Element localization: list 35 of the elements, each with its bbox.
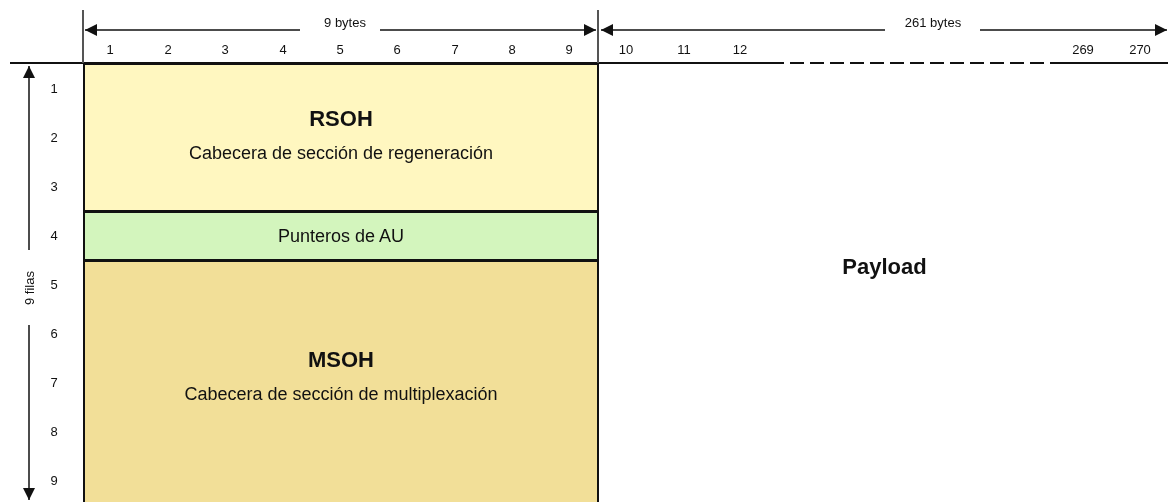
section-description: Cabecera de sección de regeneración [188, 141, 494, 164]
overhead-block [83, 260, 599, 502]
column-number: 7 [451, 41, 459, 57]
column-number: 10 [618, 41, 634, 57]
row-number: 3 [50, 178, 58, 194]
section-description: Cabecera de sección de multiplexación [184, 383, 498, 405]
column-number: 8 [508, 41, 516, 57]
column-number: 4 [279, 41, 287, 57]
overhead-block [83, 63, 599, 212]
section-title: MSOH [308, 347, 374, 373]
column-number: 270 [1129, 41, 1151, 57]
column-number: 1 [106, 41, 114, 57]
dimension-label: 9 filas [21, 271, 37, 305]
column-number: 6 [393, 41, 401, 57]
pointer-band [83, 211, 599, 261]
column-number: 9 [565, 41, 573, 57]
dimension-label: 261 bytes [904, 14, 962, 30]
column-number: 269 [1072, 41, 1094, 57]
dimension-label: 9 bytes [324, 14, 366, 30]
row-number: 5 [50, 276, 58, 292]
section-description: Punteros de AU [277, 225, 405, 247]
section-title: RSOH [309, 105, 373, 132]
column-number: 3 [221, 41, 229, 57]
column-number: 11 [677, 41, 691, 57]
row-number: 2 [50, 129, 58, 145]
column-number: 12 [732, 41, 748, 57]
row-number: 1 [50, 80, 58, 96]
row-number: 8 [50, 423, 58, 439]
row-number: 7 [50, 374, 58, 390]
row-number: 6 [50, 325, 58, 341]
column-number: 2 [164, 41, 172, 57]
section-title: Payload [842, 253, 927, 280]
column-number: 5 [336, 41, 344, 57]
row-number: 4 [50, 227, 58, 243]
row-number: 9 [50, 472, 58, 488]
